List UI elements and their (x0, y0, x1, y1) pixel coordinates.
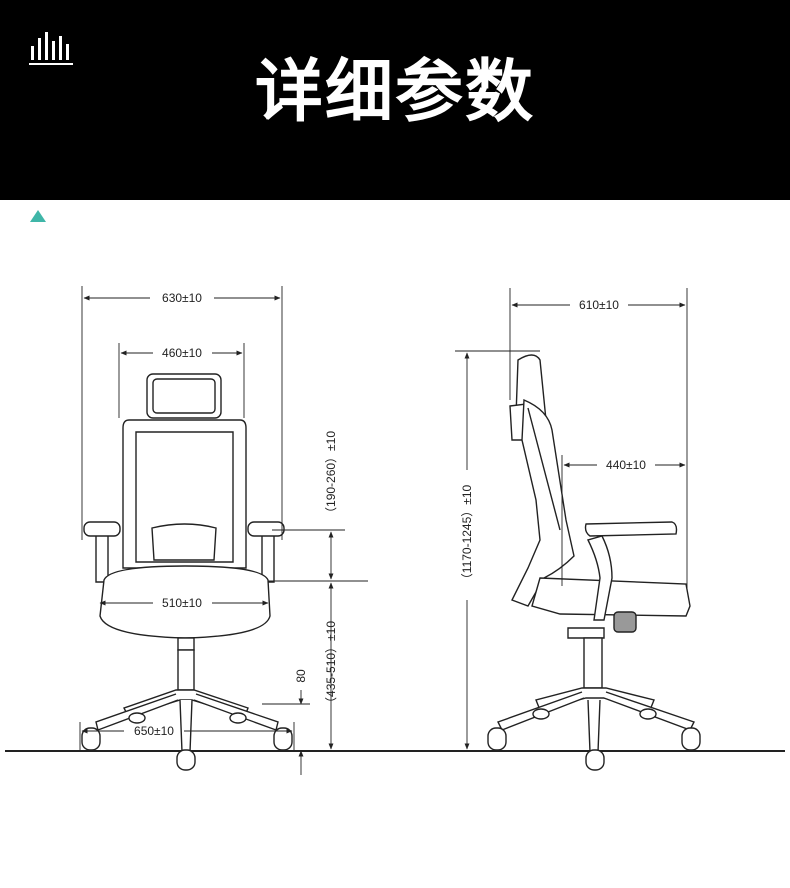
seat-height-label: （435-510）±10 (324, 621, 338, 709)
front-total-width-label: 630±10 (162, 291, 202, 305)
header-banner: 详细参数 (0, 0, 790, 200)
front-view-dimensions (79, 286, 368, 775)
headrest-width-label: 460±10 (162, 346, 202, 360)
page-title: 详细参数 (254, 53, 535, 132)
side-view-dimensions (455, 288, 688, 750)
front-view-chair (81, 373, 293, 771)
front-view-labels: 630±10 460±10 510±10 650±10 （190-260）±10… (134, 291, 338, 738)
seat-width-label: 510±10 (162, 596, 202, 610)
sound-bars-icon (29, 32, 73, 65)
triangle-marker-icon (30, 210, 46, 222)
side-view-chair (487, 354, 701, 771)
armrest-height-label: （190-260）±10 (324, 431, 338, 519)
base-height-label: 80 (294, 669, 308, 683)
side-view-labels: 610±10 440±10 （1170-1245）±10 (460, 298, 646, 585)
seat-depth-label: 440±10 (606, 458, 646, 472)
total-height-label: （1170-1245）±10 (460, 484, 474, 585)
base-width-label: 650±10 (134, 724, 174, 738)
side-total-depth-label: 610±10 (579, 298, 619, 312)
